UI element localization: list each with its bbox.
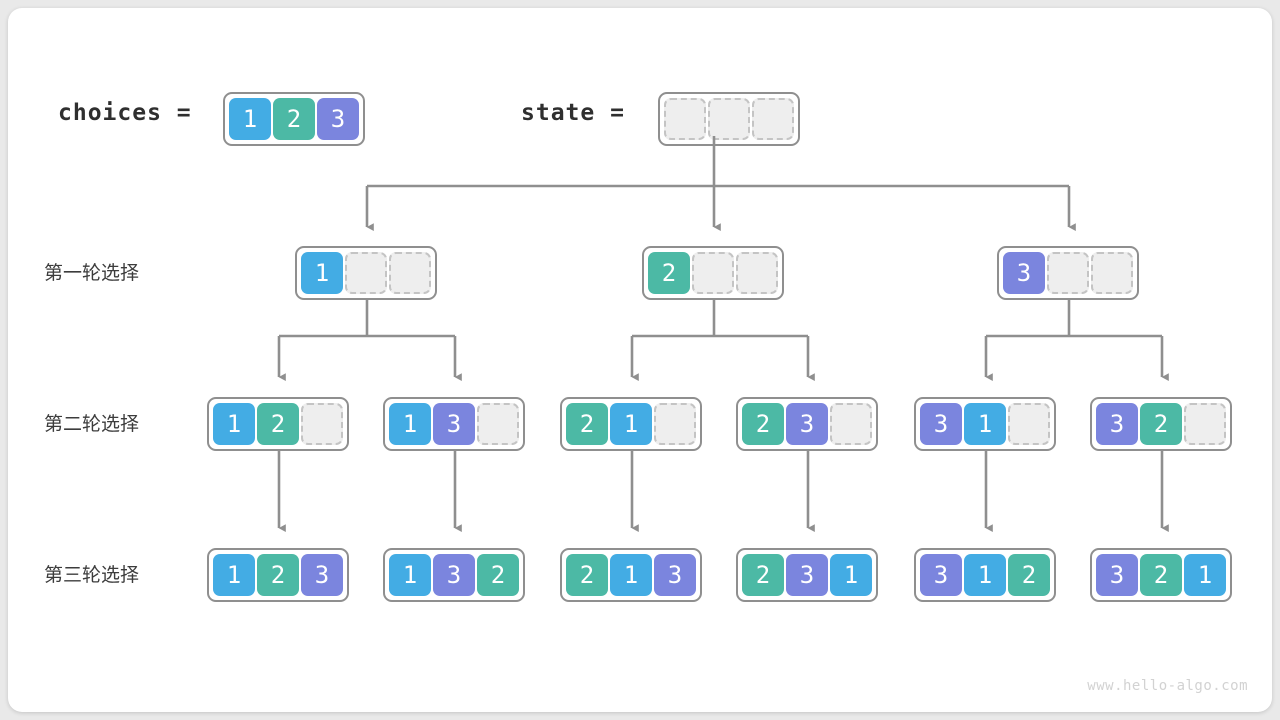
r1n1-cell-2 [389, 252, 431, 294]
choices-label: choices = [58, 100, 192, 126]
tree-edges [277, 136, 1169, 533]
r1n2-cell-1 [692, 252, 734, 294]
watermark: www.hello-algo.com [1087, 678, 1248, 694]
r3n3-cell-2: 3 [654, 554, 696, 596]
r3n1-cell-1: 2 [257, 554, 299, 596]
state-cell-1 [708, 98, 750, 140]
r3n4-cell-0: 2 [742, 554, 784, 596]
row-label-round-3: 第三轮选择 [44, 564, 140, 586]
state-cell-0 [664, 98, 706, 140]
r3n3-cell-1: 1 [610, 554, 652, 596]
row-label-round-2: 第二轮选择 [44, 413, 140, 435]
r2n3-cell-0: 2 [566, 403, 608, 445]
r1n3-cell-1 [1047, 252, 1089, 294]
r3n2-cell-2: 2 [477, 554, 519, 596]
state-cell-2 [752, 98, 794, 140]
r2n1-cell-0: 1 [213, 403, 255, 445]
r3n3-cell-0: 2 [566, 554, 608, 596]
r2n2-cell-1: 3 [433, 403, 475, 445]
r3n2-cell-0: 1 [389, 554, 431, 596]
r2n1-cell-2 [301, 403, 343, 445]
r3n6-cell-0: 3 [1096, 554, 1138, 596]
r2n2-cell-0: 1 [389, 403, 431, 445]
r3n4-cell-2: 1 [830, 554, 872, 596]
r3n5-cell-0: 3 [920, 554, 962, 596]
tree-node-r1-2: 2 [642, 246, 784, 300]
r2n1-cell-1: 2 [257, 403, 299, 445]
row-label-round-1: 第一轮选择 [44, 262, 140, 284]
state-label: state = [521, 100, 625, 126]
r2n4-cell-2 [830, 403, 872, 445]
r1n3-cell-2 [1091, 252, 1133, 294]
r3n5-cell-2: 2 [1008, 554, 1050, 596]
r3n6-cell-1: 2 [1140, 554, 1182, 596]
r2n3-cell-2 [654, 403, 696, 445]
r3n1-cell-0: 1 [213, 554, 255, 596]
r3n2-cell-1: 3 [433, 554, 475, 596]
choices-cell-1: 2 [273, 98, 315, 140]
choices-cell-0: 1 [229, 98, 271, 140]
r3n4-cell-1: 3 [786, 554, 828, 596]
state-array [658, 92, 800, 146]
r2n2-cell-2 [477, 403, 519, 445]
tree-node-r1-1: 1 [295, 246, 437, 300]
r2n6-cell-2 [1184, 403, 1226, 445]
r2n5-cell-2 [1008, 403, 1050, 445]
r1n2-cell-2 [736, 252, 778, 294]
r3n1-cell-2: 3 [301, 554, 343, 596]
r1n2-cell-0: 2 [648, 252, 690, 294]
r2n4-cell-1: 3 [786, 403, 828, 445]
r2n3-cell-1: 1 [610, 403, 652, 445]
r1n3-cell-0: 3 [1003, 252, 1045, 294]
r1n1-cell-0: 1 [301, 252, 343, 294]
r2n5-cell-1: 1 [964, 403, 1006, 445]
tree-node-r1-3: 3 [997, 246, 1139, 300]
r1n1-cell-1 [345, 252, 387, 294]
choices-cell-2: 3 [317, 98, 359, 140]
r2n5-cell-0: 3 [920, 403, 962, 445]
r3n6-cell-2: 1 [1184, 554, 1226, 596]
r2n6-cell-1: 2 [1140, 403, 1182, 445]
r3n5-cell-1: 1 [964, 554, 1006, 596]
r2n6-cell-0: 3 [1096, 403, 1138, 445]
r2n4-cell-0: 2 [742, 403, 784, 445]
